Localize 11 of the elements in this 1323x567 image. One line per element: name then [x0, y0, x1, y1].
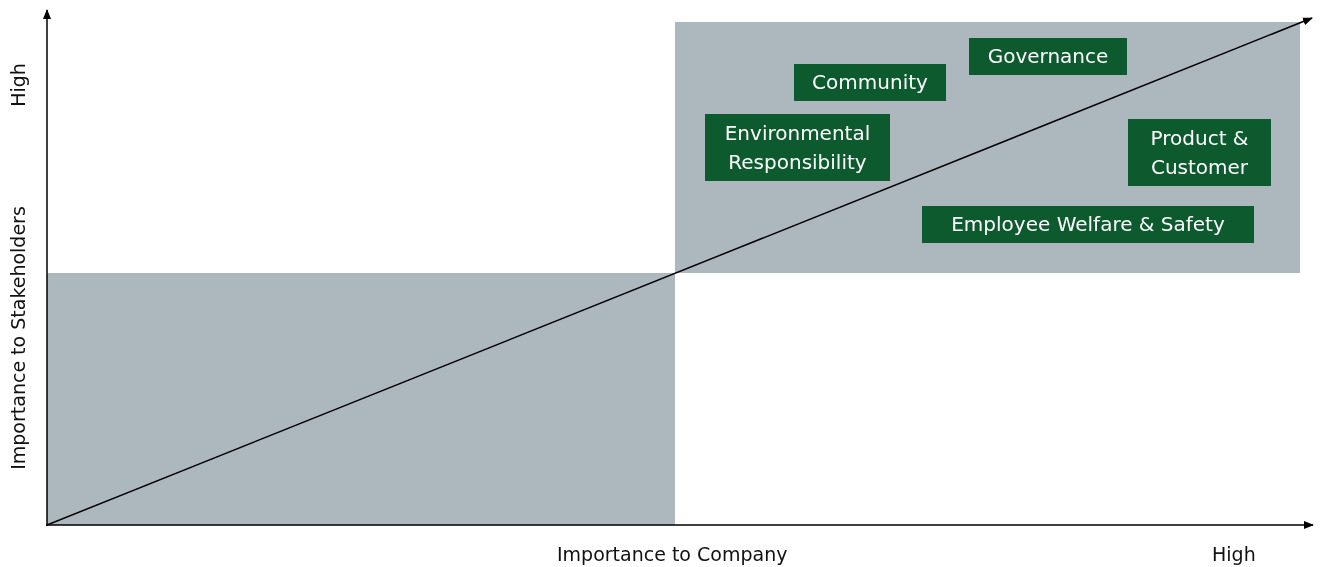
- quadrant-area: [675, 22, 1300, 273]
- topic-label: Product & Customer: [1128, 119, 1271, 186]
- topic-label: Environmental Responsibility: [705, 114, 890, 181]
- axis-label: High: [1212, 543, 1256, 565]
- axis-label: Importance to Stakeholders: [6, 206, 29, 470]
- quadrant-area: [47, 273, 675, 525]
- axis-label: High: [6, 63, 29, 107]
- topic-label: Governance: [969, 38, 1127, 75]
- axis-label: Importance to Company: [557, 543, 788, 565]
- topic-label: Employee Welfare & Safety: [922, 206, 1254, 243]
- topic-label: Community: [794, 64, 946, 101]
